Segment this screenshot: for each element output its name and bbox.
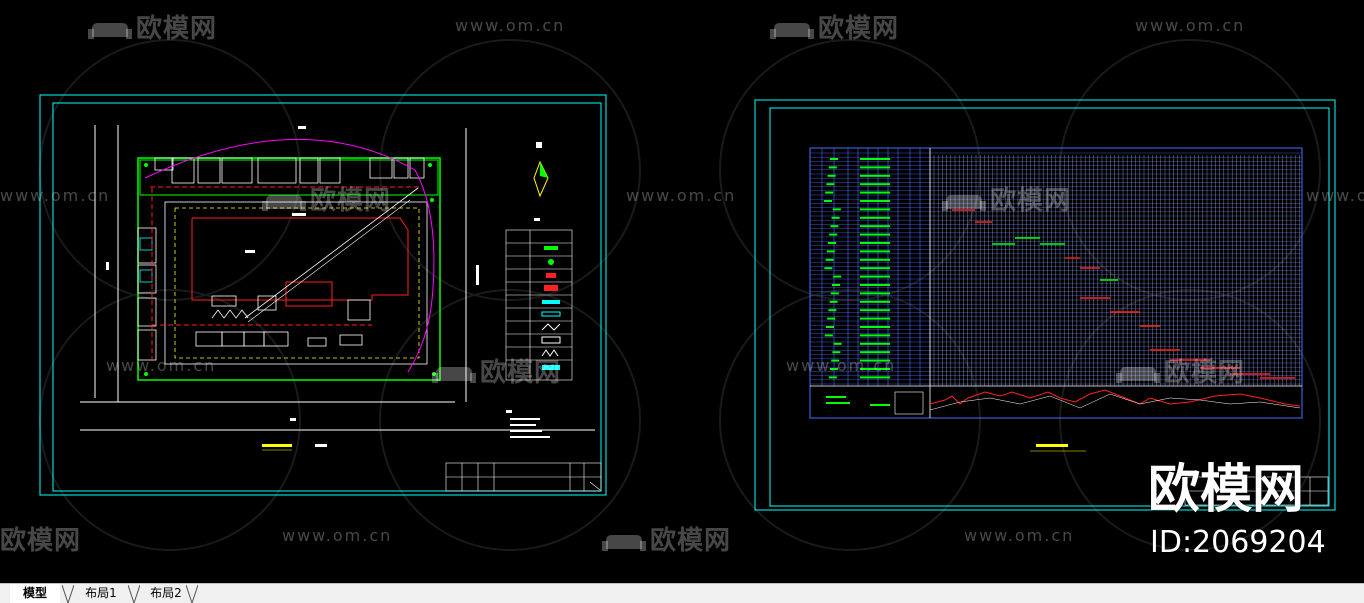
watermark-url: www.om.cn <box>786 356 897 375</box>
sofa-icon <box>602 534 646 551</box>
legend-symbols <box>541 246 561 370</box>
model-id: ID:2069204 <box>1150 525 1326 560</box>
left-sheet-inner-frame <box>52 102 602 492</box>
watermark-logo: 欧模网 <box>0 526 82 556</box>
brand-logo: 欧模网 <box>1148 460 1305 520</box>
watermark-url: www.om.cn <box>0 186 111 205</box>
sofa-icon <box>1116 366 1160 383</box>
left-sheet <box>39 94 607 496</box>
gantt-bars <box>952 209 1295 379</box>
utility-lines <box>150 186 420 360</box>
watermark-logo: 欧模网 <box>602 520 731 557</box>
legend-table <box>505 229 573 381</box>
right-title-block <box>1184 476 1329 506</box>
sofa-icon <box>942 194 986 211</box>
left-sheet-outer-frame <box>39 94 607 496</box>
watermark-url: www.om.cn <box>282 526 393 545</box>
right-sheet <box>754 99 1336 511</box>
tab-separator-icon <box>128 585 140 603</box>
watermark-url: www.om.cn <box>626 186 737 205</box>
main-building <box>191 217 409 301</box>
watermark-url: www.om.cn <box>964 526 1075 545</box>
tab-layout-2[interactable]: 布局2 <box>150 586 182 600</box>
north-arrow <box>533 142 549 198</box>
tab-model[interactable]: 模型 <box>10 584 60 603</box>
tab-separator-icon <box>62 585 74 603</box>
right-sheet-outer-frame <box>754 99 1336 511</box>
layout-tab-bar: 模型 布局1 布局2 <box>0 583 1364 603</box>
watermark-logo: 欧模网 <box>770 8 899 45</box>
inner-road <box>164 201 428 365</box>
sofa-icon <box>262 194 306 211</box>
sofa-icon <box>432 366 476 383</box>
watermark-logo: 欧模网 <box>88 8 217 45</box>
top-rooms <box>154 157 425 184</box>
watermark-url: www.om.cn <box>1135 16 1246 35</box>
tab-separator-icon <box>186 585 198 603</box>
schedule-grid <box>810 148 1302 418</box>
watermark-url: www.om.cn <box>1306 186 1364 205</box>
cad-drawing <box>39 39 1336 551</box>
boundary-markers <box>144 163 436 376</box>
tab-layout-1[interactable]: 布局1 <box>85 586 117 600</box>
tower-crane-radius <box>144 138 435 373</box>
model-space-canvas[interactable]: 欧模网 www.om.cn 欧模网 www.om.cn www.om.cn 欧模… <box>0 0 1364 583</box>
watermark-arcs <box>39 39 1321 551</box>
watermark-logo: 欧模网 <box>1116 352 1245 389</box>
watermark-url: www.om.cn <box>455 16 566 35</box>
watermark-logo: 欧模网 <box>262 180 391 217</box>
resource-histogram <box>929 389 1301 407</box>
watermark-logo: 欧模网 <box>942 180 1071 217</box>
left-roads <box>80 125 595 431</box>
watermark-url: www.om.cn <box>106 356 217 375</box>
notes <box>506 410 550 438</box>
bottom-rooms <box>195 295 371 347</box>
sofa-icon <box>770 22 814 39</box>
left-title-block <box>445 462 602 492</box>
watermark-logo: 欧模网 <box>432 352 561 389</box>
sofa-icon <box>88 22 132 39</box>
left-rooms <box>137 227 157 361</box>
right-sheet-inner-frame <box>769 107 1330 507</box>
